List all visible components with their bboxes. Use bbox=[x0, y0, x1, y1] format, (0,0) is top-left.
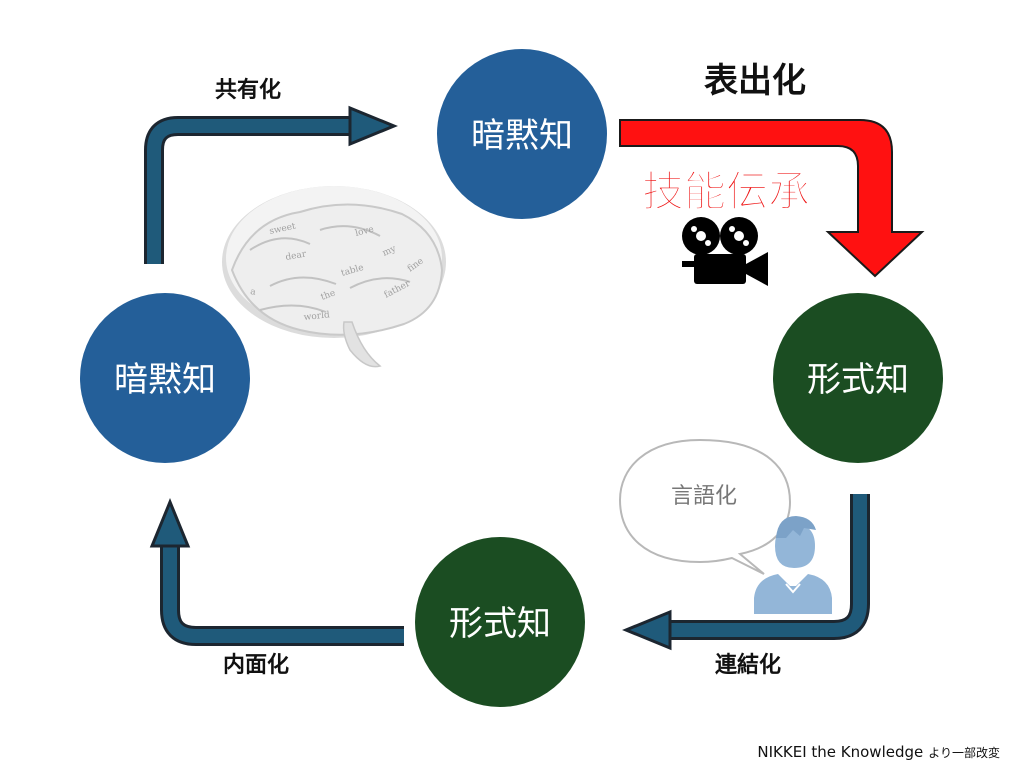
source-credit: NIKKEI the Knowledge より一部改変 bbox=[757, 743, 1000, 761]
brain-word: world bbox=[303, 310, 330, 323]
brain-paper-icon: sweet the father table my dear a love wo… bbox=[222, 186, 446, 368]
tacit-knowledge-node-top: 暗黙知 bbox=[437, 49, 607, 219]
movie-camera-icon bbox=[682, 217, 768, 286]
tacit-knowledge-node-left: 暗黙知 bbox=[80, 293, 250, 463]
explicit-knowledge-node-bottom: 形式知 bbox=[415, 537, 585, 707]
combination-arrow bbox=[622, 494, 870, 651]
node-label: 暗黙知 bbox=[471, 116, 573, 156]
externalization-arrow bbox=[619, 119, 925, 278]
brain-word: a bbox=[250, 287, 257, 298]
brain-word: dear bbox=[285, 249, 308, 263]
internalization-label: 内面化 bbox=[223, 652, 289, 678]
person-icon bbox=[754, 516, 832, 614]
brain-word: love bbox=[354, 225, 375, 239]
node-label: 形式知 bbox=[807, 360, 909, 400]
explicit-knowledge-node-right: 形式知 bbox=[773, 293, 943, 463]
node-label: 形式知 bbox=[449, 604, 551, 644]
skill-transfer-label: 技能伝承 bbox=[642, 167, 810, 216]
source-name: NIKKEI the Knowledge bbox=[757, 743, 923, 761]
internalization-arrow bbox=[149, 498, 404, 646]
speech-bubble bbox=[618, 438, 792, 575]
socialization-label: 共有化 bbox=[215, 77, 281, 103]
socialization-arrow bbox=[144, 105, 398, 264]
source-suffix: より一部改変 bbox=[928, 745, 1000, 760]
speech-bubble-label: 言語化 bbox=[671, 484, 737, 509]
brain-word: the bbox=[320, 288, 337, 302]
combination-label: 連結化 bbox=[715, 652, 781, 678]
externalization-label: 表出化 bbox=[704, 61, 806, 101]
node-label: 暗黙知 bbox=[114, 360, 216, 400]
